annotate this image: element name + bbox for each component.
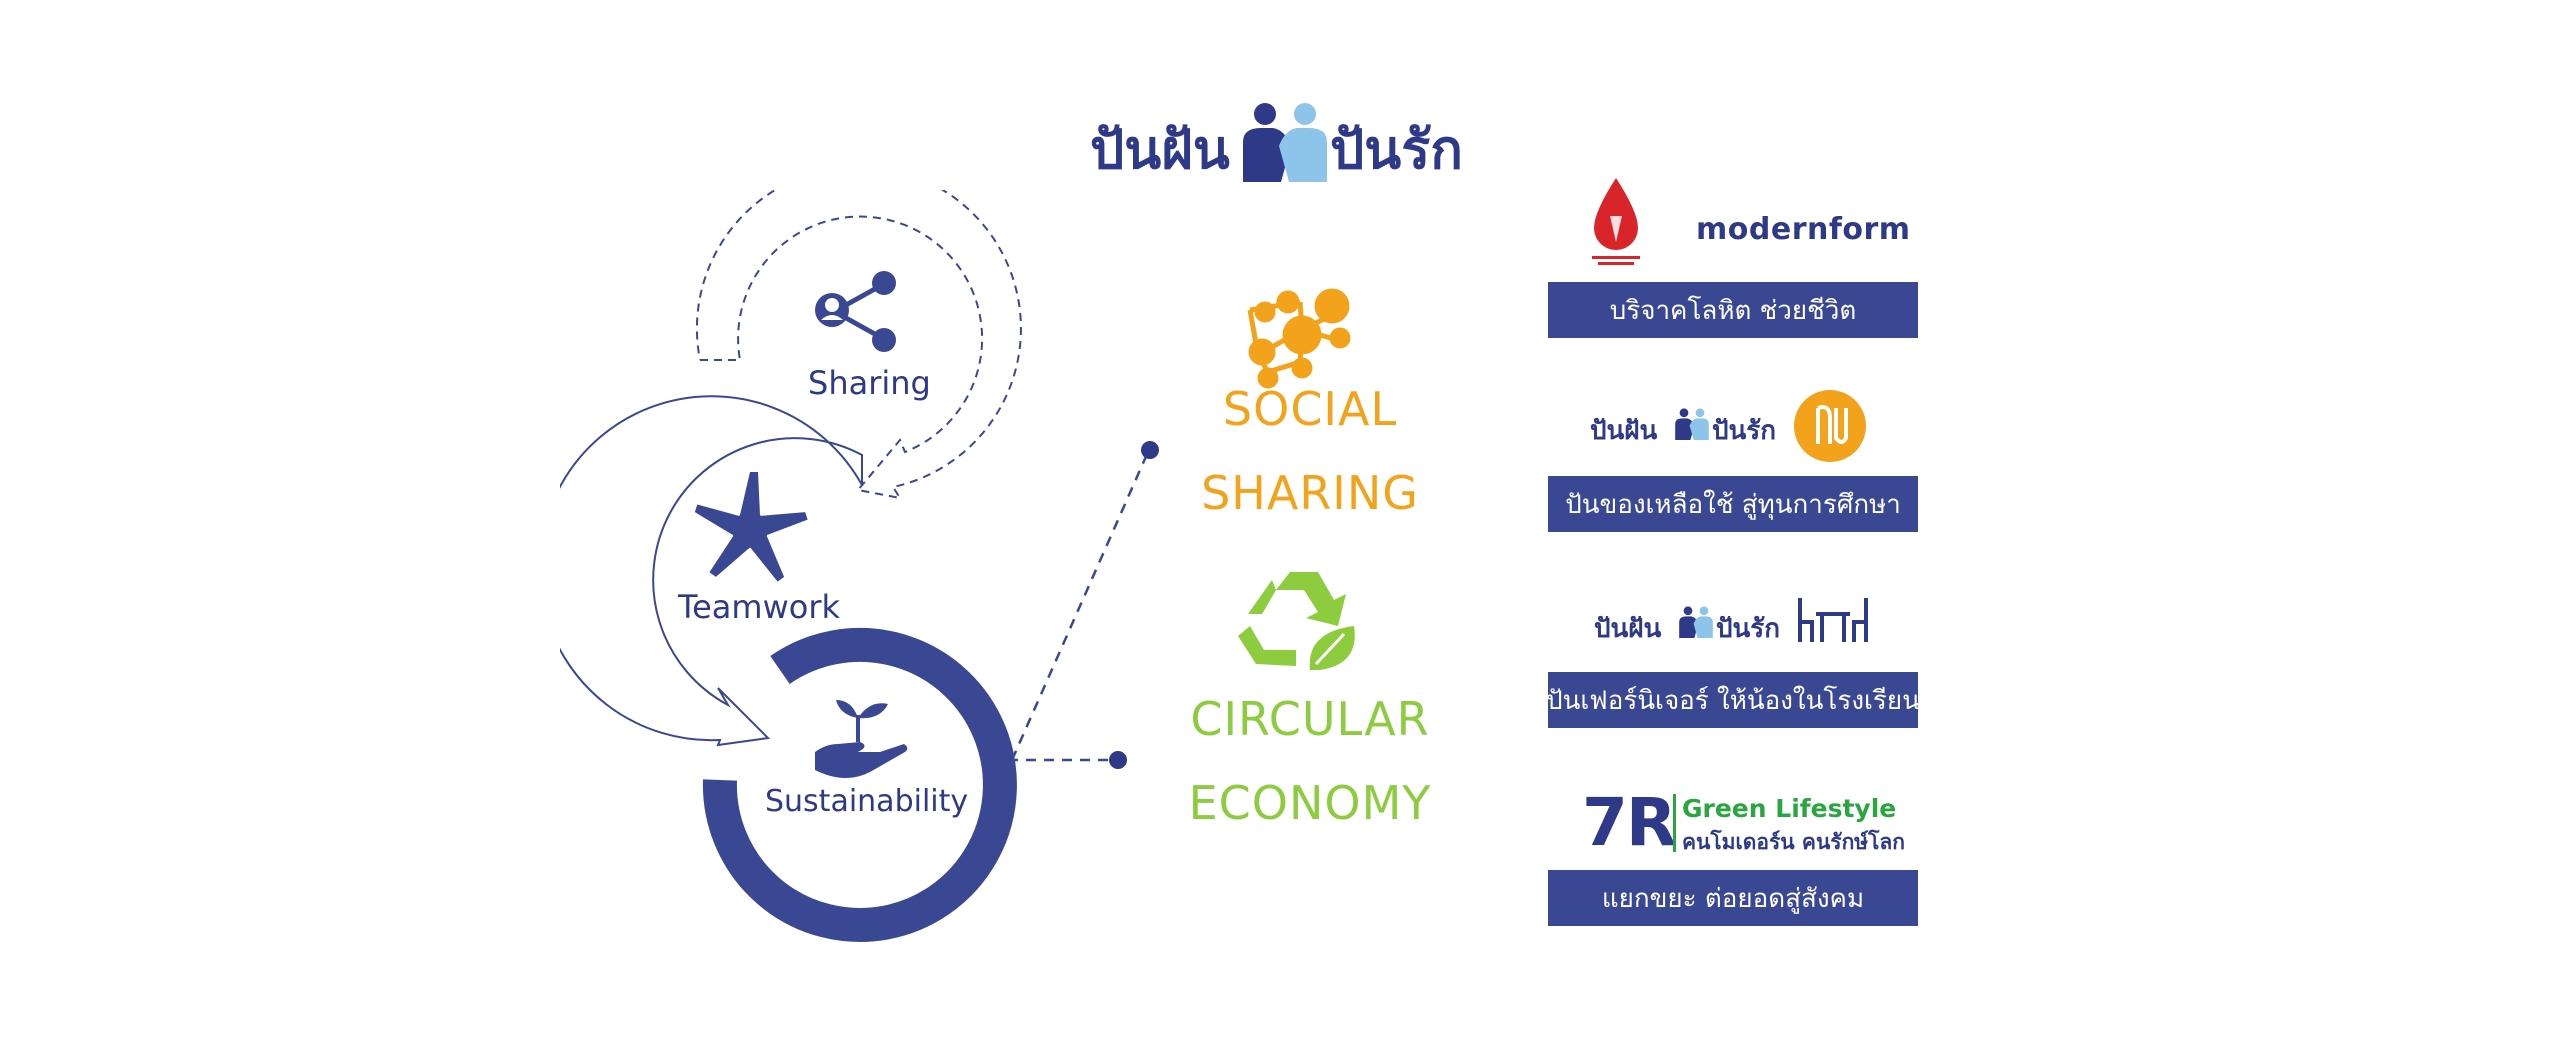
share-icon [815, 271, 896, 352]
teamwork-label: Teamwork [678, 588, 841, 626]
sustainability-ring [702, 627, 1017, 942]
school-desk-icon [1798, 598, 1868, 642]
brand-logo: ปันฝัน ปันรัก [1090, 96, 1470, 192]
brand-mini-logo-2: ปันฝัน ปันรัก [1590, 402, 1780, 452]
project-bar-leftover-items: ปันของเหลือใช้ สู่ทุนการศึกษา [1548, 476, 1918, 532]
social-sharing-line1: SOCIAL [1222, 382, 1398, 436]
green-lifestyle-title: Green Lifestyle [1682, 794, 1897, 823]
people-mini-icon-3 [1679, 606, 1713, 638]
brand-mini-logo-3: ปันฝัน ปันรัก [1594, 604, 1784, 654]
people-mini-icon-2 [1675, 408, 1709, 440]
sharing-label: Sharing [808, 364, 931, 402]
people-icon [1243, 103, 1327, 182]
red-cross-blood-drop-icon [1592, 178, 1640, 265]
brand-mini-left-2: ปันฝัน [1590, 416, 1658, 446]
modernform-logo-text: modernform [1696, 212, 1911, 247]
brand-name-right: ปันรัก [1330, 118, 1463, 181]
sustainability-label: Sustainability [765, 784, 969, 819]
orange-circle-emblem-icon [1794, 390, 1866, 462]
connector-social-dot [1141, 441, 1159, 459]
seven-r-divider [1673, 794, 1676, 852]
plant-hand-icon [815, 700, 908, 779]
connector-social [1010, 451, 1150, 761]
teamwork-hands-icon [694, 472, 808, 582]
circular-economy-line1: CIRCULAR [1190, 692, 1430, 746]
social-sharing-line2: SHARING [1201, 466, 1419, 520]
recycle-icon [1238, 572, 1355, 670]
circular-economy-line2: ECONOMY [1188, 776, 1432, 830]
brand-mini-right-2: ปันรัก [1712, 416, 1776, 446]
social-network-icon [1247, 288, 1351, 389]
project-bar-blood-donation: บริจาคโลหิต ช่วยชีวิต [1548, 282, 1918, 338]
cycle-diagram [560, 190, 1355, 942]
green-lifestyle-subtitle: คนโมเดอร์น คนรักษ์โลก [1682, 830, 1906, 854]
seven-r-logo-text: 7R [1582, 784, 1677, 861]
brand-mini-right-3: ปันรัก [1716, 614, 1780, 644]
brand-name-left: ปันฝัน [1090, 118, 1230, 181]
project-bar-furniture: ปันเฟอร์นิเจอร์ ให้น้องในโรงเรียน [1546, 672, 1920, 728]
teamwork-arrow [560, 395, 863, 747]
brand-mini-left-3: ปันฝัน [1594, 614, 1662, 644]
sharing-arrow [695, 190, 1022, 500]
connector-circular-dot [1109, 751, 1127, 769]
project-bar-waste-sorting: แยกขยะ ต่อยอดสู่สังคม [1548, 870, 1918, 926]
